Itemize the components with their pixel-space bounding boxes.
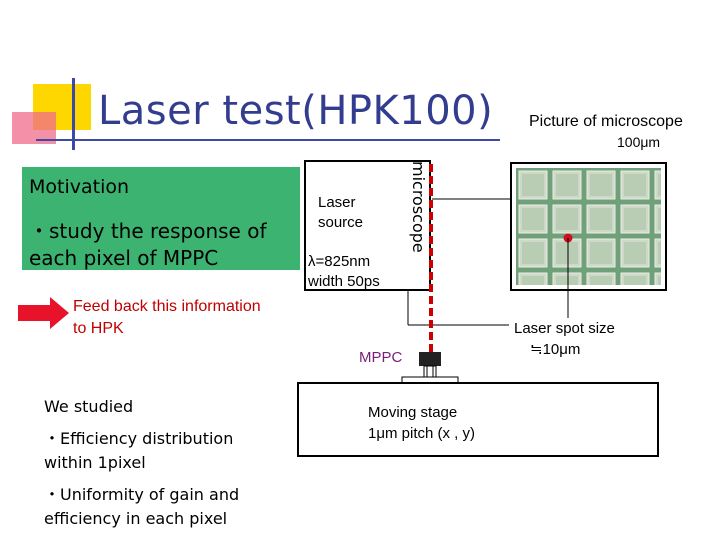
- title-decoration-vertical-line: [72, 78, 75, 150]
- moving-stage-label: Moving stage 1μm pitch (x , y): [368, 402, 475, 444]
- motivation-line-2: each pixel of MPPC: [29, 246, 219, 270]
- stage-label-line-1: Moving stage: [368, 404, 458, 421]
- laser-label-line-2: source: [318, 214, 364, 231]
- microscope-label: microscope: [409, 161, 428, 253]
- motivation-title: Motivation: [29, 176, 130, 198]
- motivation-box: [22, 167, 300, 270]
- feedback-line-2: to HPK: [73, 320, 124, 337]
- studied-heading: We studied: [44, 397, 134, 416]
- pulse-width-label: width 50ps: [308, 273, 380, 290]
- spot-label-line-2: ≒10μm: [530, 341, 581, 358]
- mppc-device: [401, 352, 459, 384]
- studied-item-2-line-2: efficiency in each pixel: [44, 509, 228, 528]
- right-arrow-icon: [18, 297, 69, 329]
- studied-item-1: ・Efficiency distribution within 1pixel: [44, 427, 274, 475]
- feedback-line-1: Feed back this information: [73, 298, 261, 315]
- studied-item-2: ・Uniformity of gain and efficiency in ea…: [44, 483, 274, 531]
- laser-parameters: λ=825nm width 50ps: [308, 252, 380, 292]
- spot-label-line-1: Laser spot size: [514, 320, 615, 337]
- title-underline: [36, 139, 500, 141]
- feedback-text: Feed back this information to HPK: [73, 296, 313, 340]
- microscope-photo: [516, 168, 661, 285]
- motivation-line-1: ・study the response of: [29, 219, 267, 243]
- studied-item-1-line-2: within 1pixel: [44, 453, 146, 472]
- studied-item-2-line-1: ・Uniformity of gain and: [44, 485, 240, 504]
- moving-stage-box: [297, 382, 659, 457]
- studied-item-1-line-1: ・Efficiency distribution: [44, 429, 234, 448]
- stage-label-line-2: 1μm pitch (x , y): [368, 425, 475, 442]
- laser-label-line-1: Laser: [318, 194, 356, 211]
- wavelength-label: λ=825nm: [308, 253, 371, 270]
- laser-source-label: Laser source: [318, 193, 363, 233]
- mppc-label: MPPC: [359, 349, 403, 366]
- scale-label: 100μm: [617, 134, 661, 150]
- picture-label: Picture of microscope: [529, 113, 683, 130]
- studied-list: We studied ・Efficiency distribution with…: [44, 395, 274, 531]
- slide-title: Laser test(HPK100): [98, 88, 494, 134]
- motivation-text: ・study the response of each pixel of MPP…: [29, 218, 309, 272]
- laser-spot-size-label: Laser spot size ≒10μm: [514, 318, 615, 360]
- title-decoration-red: [12, 112, 56, 144]
